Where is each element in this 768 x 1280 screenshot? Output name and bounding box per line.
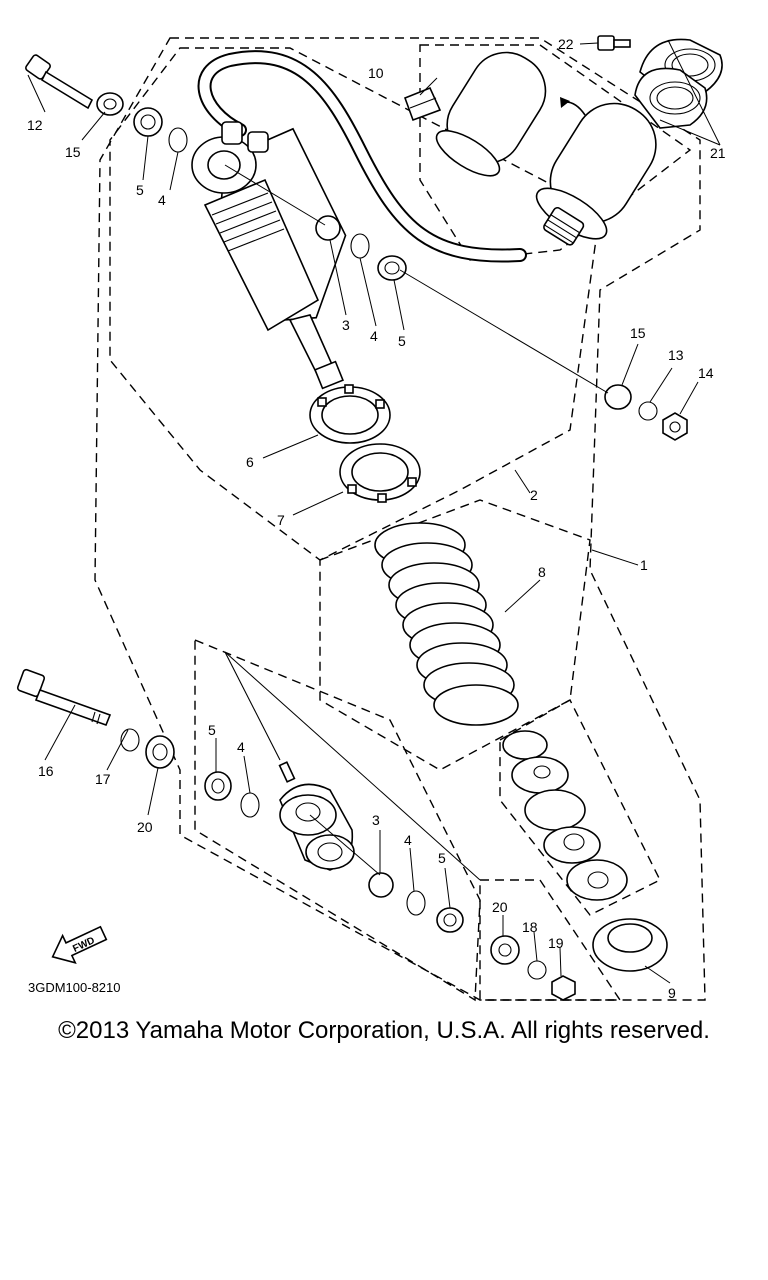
adjuster-rod [224,651,281,761]
reservoir [535,102,657,246]
callout-18: 18 [522,919,538,935]
callout-21: 21 [710,145,726,161]
callout-4-upper-left: 4 [158,192,166,208]
callout-4-upper: 4 [370,328,378,344]
part-4-circlip-upper-left [168,127,188,153]
part-13-washer [638,401,658,421]
callout-17: 17 [95,771,111,787]
group-outline-lower [194,638,481,1002]
callout-9: 9 [668,985,676,1001]
part-5-bearing-upper-left [133,107,163,137]
callout-13: 13 [668,347,684,363]
rear-shock-exploded-diagram: FWD 1 2 3 3 4 4 4 4 5 5 5 5 6 7 8 9 10 1… [16,35,726,1002]
callout-5-upper-left: 5 [136,182,144,198]
callout-22: 22 [558,36,574,52]
part-18-washer [527,960,547,980]
part-10-clip [403,86,442,122]
part-9-spring-seat [592,918,668,972]
part-4-circlip-lower [406,890,426,916]
part-7-lock-nut [339,443,421,503]
group-outline-2 [109,47,601,561]
part-20-collar-right [490,935,520,965]
part-3-seal-upper [315,215,341,241]
group-outline-1 [94,37,706,1001]
part-15-collar-upper [96,92,124,116]
callout-20-right: 20 [492,899,508,915]
callout-20-left: 20 [137,819,153,835]
reservoir-alt-view [435,51,547,177]
part-12-bolt [25,54,94,110]
callout-12: 12 [27,117,43,133]
part-15-collar-right [604,384,632,410]
part-3-seal-lower [368,872,394,898]
shock-damper-body [191,121,347,390]
part-21-reservoir-bands [634,38,723,129]
part-6-ring-nut [309,384,391,444]
part-5-bearing-upper [377,255,407,281]
callout-19: 19 [548,935,564,951]
callout-4-lower-left: 4 [237,739,245,755]
part-20-collar-left [145,735,175,769]
copyright-notice: ©2013 Yamaha Motor Corporation, U.S.A. A… [58,1017,710,1044]
part-5-bearing-lower-left [204,771,232,801]
callout-8: 8 [538,564,546,580]
part-5-bearing-lower [436,907,464,933]
part-8-spring [374,522,519,726]
callout-16: 16 [38,763,54,779]
callout-10: 10 [368,65,384,81]
callout-5-upper: 5 [398,333,406,349]
leader-lines [27,39,721,984]
callout-3-upper: 3 [342,317,350,333]
fwd-arrow-icon: FWD [51,925,108,965]
part-19-nut [551,975,576,1001]
callout-5-lower: 5 [438,850,446,866]
group-outline-bumper [499,699,661,916]
callout-1: 1 [640,557,648,573]
diagram-code: 3GDM100-8210 [28,980,121,995]
part-4-circlip-lower-left [240,792,260,818]
callout-15-upper: 15 [65,144,81,160]
callout-3-lower: 3 [372,812,380,828]
callout-4-lower: 4 [404,832,412,848]
part-22-bolt [597,35,631,51]
callout-7: 7 [277,512,285,528]
callout-14: 14 [698,365,714,381]
part-14-nut [662,412,688,441]
part-4-circlip-upper [350,233,370,259]
group-outline-reservoir [419,44,692,261]
callout-15-right: 15 [630,325,646,341]
lower-clevis [279,783,355,871]
callout-5-lower-left: 5 [208,722,216,738]
group-outline-spring [319,499,591,771]
part-16-bolt [16,668,112,727]
bumper-stack [502,730,628,901]
part-17-washer [120,728,140,752]
callout-6: 6 [246,454,254,470]
callout-2: 2 [530,487,538,503]
